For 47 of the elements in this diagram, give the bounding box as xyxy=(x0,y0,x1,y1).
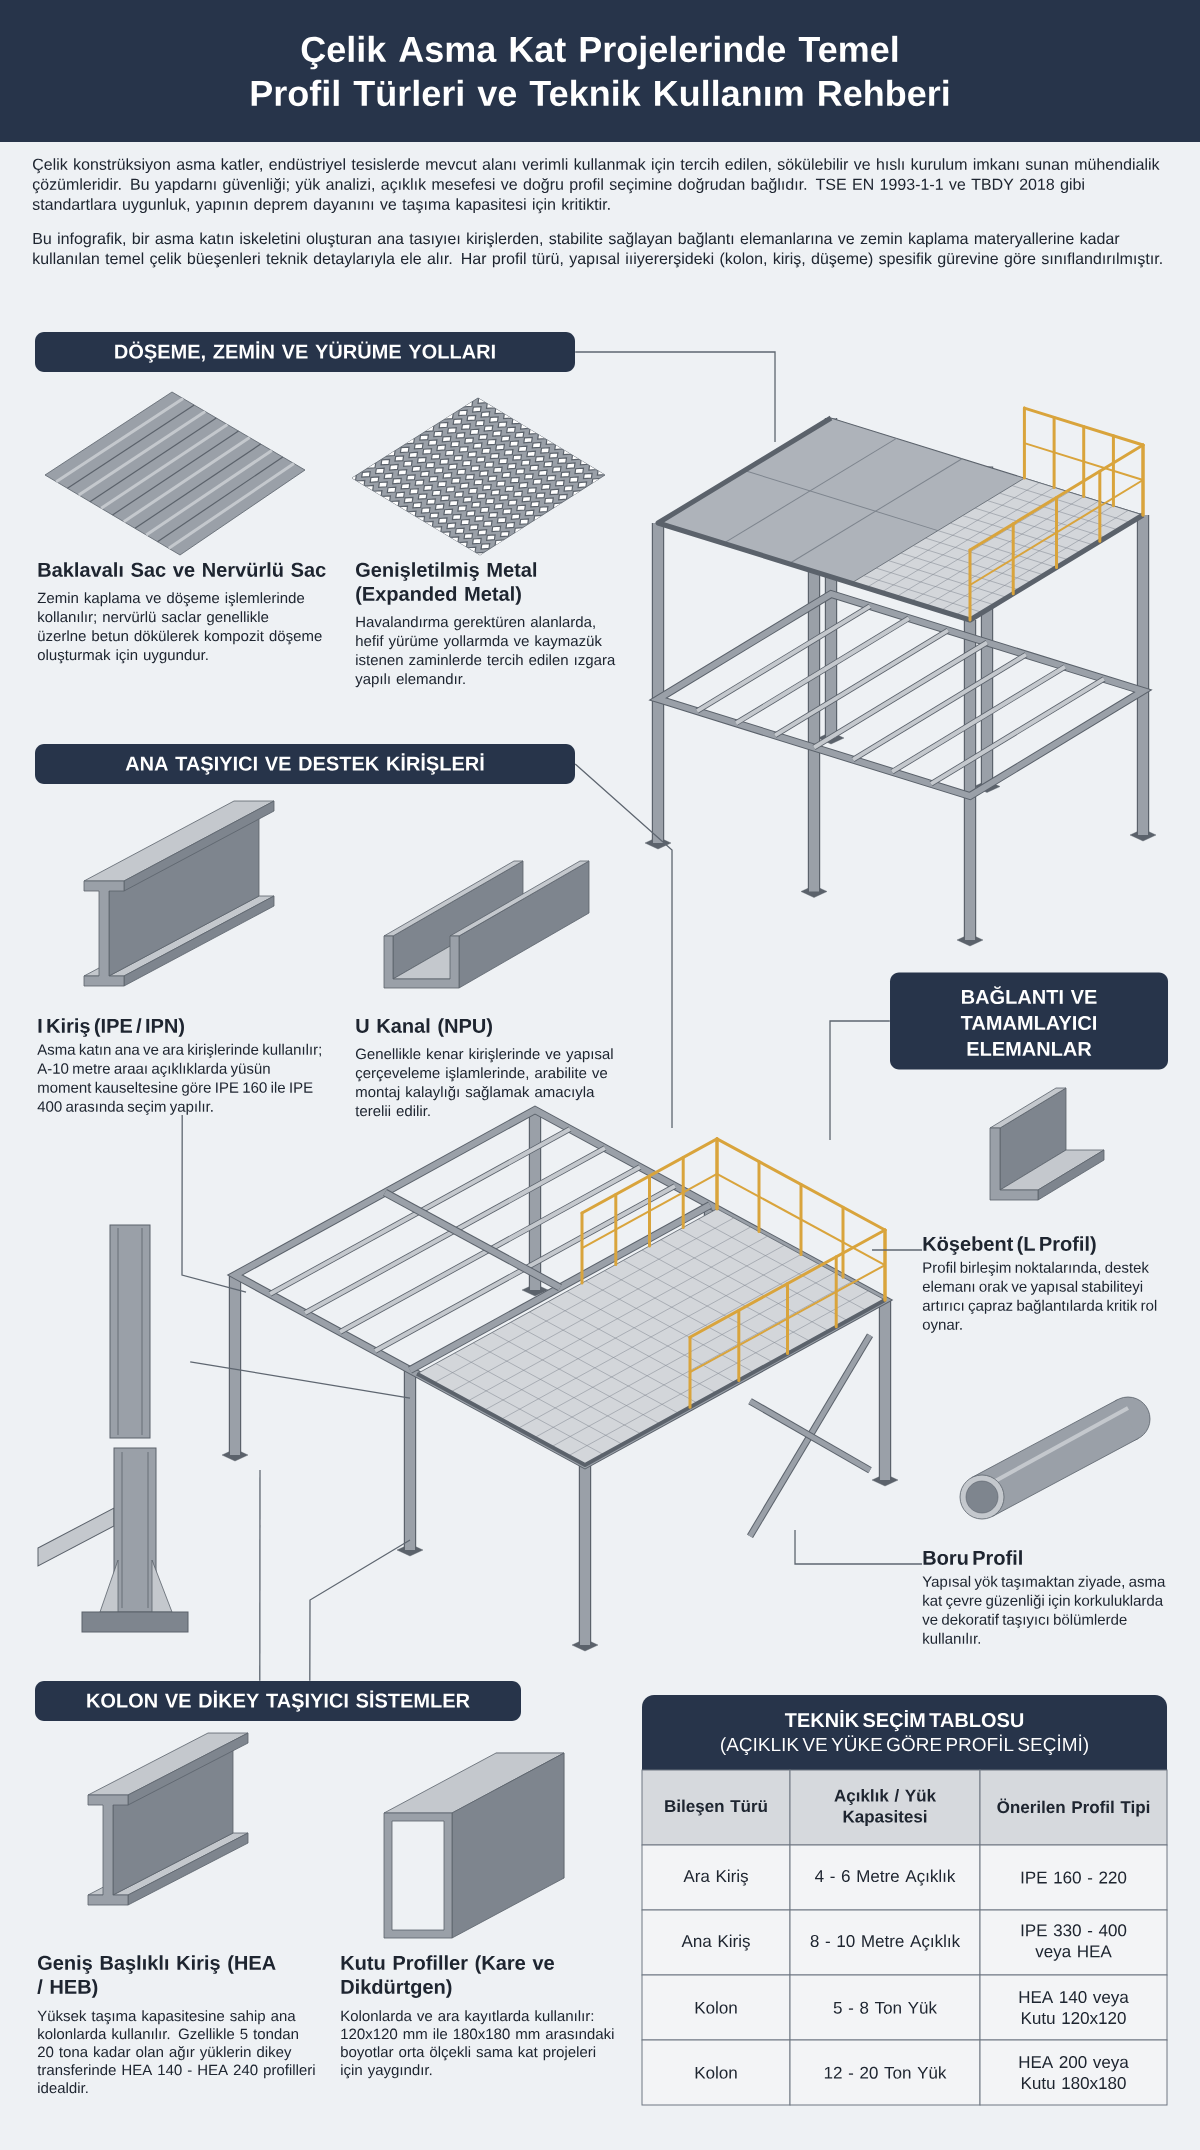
table-header-cell: Açıklık / Yük Kapasitesi xyxy=(789,1769,981,1846)
leader-line xyxy=(829,1020,891,1141)
profile-title: Kutu Profiller (Kare ve Dikdürtgen) xyxy=(341,1955,554,1998)
section-banner: DÖŞEME, ZEMİN VE YÜRÜME YOLLARI xyxy=(35,332,575,372)
table-cell: Ana Kiriş xyxy=(641,1909,791,1976)
table-cell: HEA 140 veya Kutu 120x120 xyxy=(979,1974,1168,2041)
profile-description: Yüksek taşıma kapasitesine sahip ana kolonlarda kullanılır. Gzellikle 5 tondan 20 tona kadar olan ağır yüklerin dikey transferinde HEA 140 - HEA 240 profilleri idealdir. xyxy=(37,2010,315,2094)
leader-line xyxy=(794,1529,923,1565)
table-cell: 12 - 20 Ton Yük xyxy=(789,2039,981,2106)
leader-line xyxy=(574,763,673,1129)
table-cell: 5 - 8 Ton Yük xyxy=(789,1974,981,2041)
table-title-band: TEKNİK SEÇİM TABLOSU (AÇIKLIK VE YÜKE GÖRE PROFİL SEÇİMİ) xyxy=(642,1695,1167,1770)
leader-line xyxy=(259,1469,261,1682)
section-banner: ANA TAŞIYICI VE DESTEK KİRİŞLERİ xyxy=(35,744,575,784)
profile-caption: Boru Profil Yapısal yök taşımaktan ziyade, asma kat çevre güzenliği için korkuluklarda ve dekoratif taşıyıcı bölümlerde kullanılır. xyxy=(922,1550,1166,1644)
table-cell: Kolon xyxy=(641,1974,791,2041)
profile-title: Genişletilmiş Metal (Expanded Metal) xyxy=(356,562,537,605)
column-drawing xyxy=(37,1224,189,1633)
section-banner: BAĞLANTI VE TAMAMLAYICI ELEMANLAR xyxy=(890,972,1168,1070)
table-cell: 8 - 10 Metre Açıklık xyxy=(789,1909,981,1976)
platform-drawing xyxy=(644,406,1157,947)
table-header-cell: Bileşen Türü xyxy=(641,1769,791,1846)
profile-description: Havalandırma gerektüren alanlarda, hefif yürüme yollarmda ve kaymazük istenen zaminlerde tercih edilen ızgara yapılı elemandır. xyxy=(355,616,616,688)
profile-title: Baklavalı Sac ve Nervürlü Sac xyxy=(38,562,326,577)
leader-line xyxy=(574,351,776,443)
profile-title: Geniş Başlıklı Kiriş (HEA / HEB) xyxy=(37,1955,276,1998)
profile-caption: Köşebent (L Profil) Profil birleşim noktalarında, destek elemanı orak ve yapısal stabiliteyi artırıcı çapraz bağlantılarda kritik rol oynar. xyxy=(922,1236,1157,1333)
intro-paragraph: Bu infografik, bir asma katın iskeletini oluşturan ana tasıyıeı kirişlerden, stabilite sağlayan bağlantı elemanlarına ve zemin kaplama materyallerine kadar kullanılan temel çelik büeşenleri teknik detaylarıyla ele alır. Har profil türü, yapısal iıiyererşideki (kolon, kiriş, düşeme) spesifik gürevine göre sınıflandırılmıştır. xyxy=(33,232,1162,268)
table-header-cell: Önerilen Profil Tipi xyxy=(979,1769,1168,1846)
leader-line xyxy=(181,1114,247,1293)
profile-description: Zemin kaplama ve döşeme işlemlerinde kollanılır; nervürlü saclar genellikle üzerlne betun dökülerek kompozit döşeme oluşturmak için uygundur. xyxy=(37,592,322,664)
leader-line xyxy=(871,1249,923,1251)
title-banner: Çelik Asma Kat Projelerinde Temel Profil Türleri ve Teknik Kullanım Rehberi xyxy=(0,0,1200,142)
table-cell: Kolon xyxy=(641,2039,791,2106)
table-cell: HEA 200 veya Kutu 180x180 xyxy=(979,2039,1168,2106)
profile-description: Kolonlarda ve ara kayıtlarda kullanılır: 120x120 mm ile 180x180 mm arasındaki boyotlar orta ölçekli sama kat projeleri için yaygındır. xyxy=(341,2010,614,2079)
intro-paragraph: Çelik konstrüksiyon asma katler, endüstriyel tesislerde mevcut alanı verimli kullanmak için tercih edilen, sökülebilir ve hıslı kurulum imkanı sunan mühendialik çözümleridir. Bu yapdarnı güvenliği; yük analizi, açıklık mesefesi ve doğru profil seçimine doğrudan bağlıdır. TSE EN 1993-1-1 ve TBDY 2018 gibi standartlara uygunluk, yapının deprem dayanını ve taşıma kapasitesi için kritiktir. xyxy=(32,158,1160,214)
leader-line xyxy=(309,1539,411,1682)
profile-caption: I Kiriş (IPE / IPN) Asma katın ana ve ara kirişlerinde kullanılır; A-10 metre araaı açıklıklarda yüsün moment kauseltesine göre IPE 160 ile IPE 400 arasında seçim yapılır. xyxy=(37,1018,321,1115)
table-cell: IPE 160 - 220 xyxy=(979,1844,1168,1911)
profile-description: Genellikle kenar kirişlerinde ve yapısal çerçeveleme işlamlerinde, arabilite ve montaj kalaylığı sağlamak amacıyla terelii edilir. xyxy=(355,1048,613,1117)
table-cell: IPE 330 - 400 veya HEA xyxy=(979,1909,1168,1976)
table-cell: Ara Kiriş xyxy=(641,1844,791,1911)
table-cell: 4 - 6 Metre Açıklık xyxy=(789,1844,981,1911)
profile-title: U Kanal (NPU) xyxy=(356,1018,492,1037)
section-banner: KOLON VE DİKEY TAŞIYICI SİSTEMLER xyxy=(35,1681,521,1721)
leader-line xyxy=(189,1361,411,1399)
